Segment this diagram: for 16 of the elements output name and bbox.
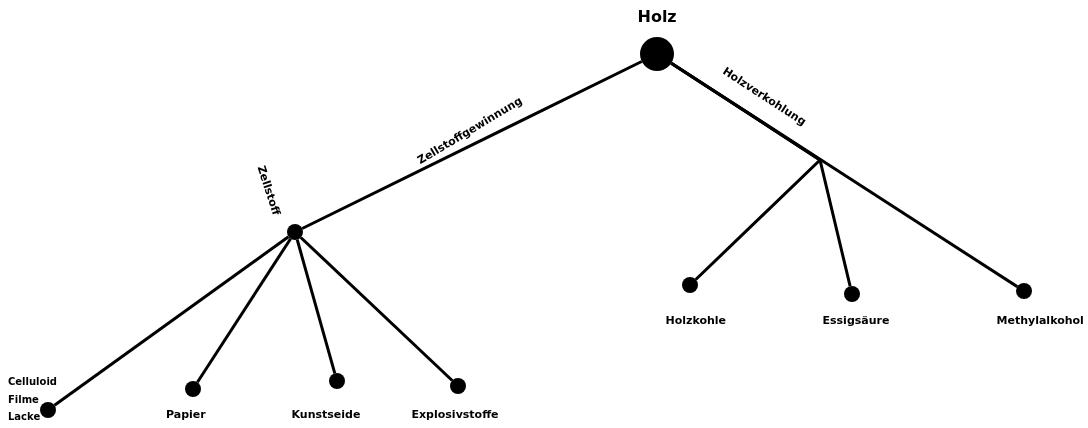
connector-line <box>295 239 337 374</box>
node-label: Celluloid <box>8 377 57 387</box>
node-label: Explosivstoffe <box>411 408 499 420</box>
node-label: Filme <box>8 395 39 405</box>
node-label: Essigsäure <box>822 314 890 326</box>
node-label: Holzkohle <box>665 314 727 326</box>
connector-line <box>53 235 290 407</box>
node-label: Papier <box>166 408 206 420</box>
connector-line <box>301 60 643 230</box>
node-label: Holz <box>637 9 677 25</box>
connector-line <box>196 237 292 384</box>
node-label: Lacke <box>8 412 41 422</box>
connector-line <box>670 61 1019 288</box>
connector-line <box>299 236 454 382</box>
node-label: Methylalkohol <box>996 314 1084 326</box>
node-label: Kunstseide <box>291 408 361 420</box>
